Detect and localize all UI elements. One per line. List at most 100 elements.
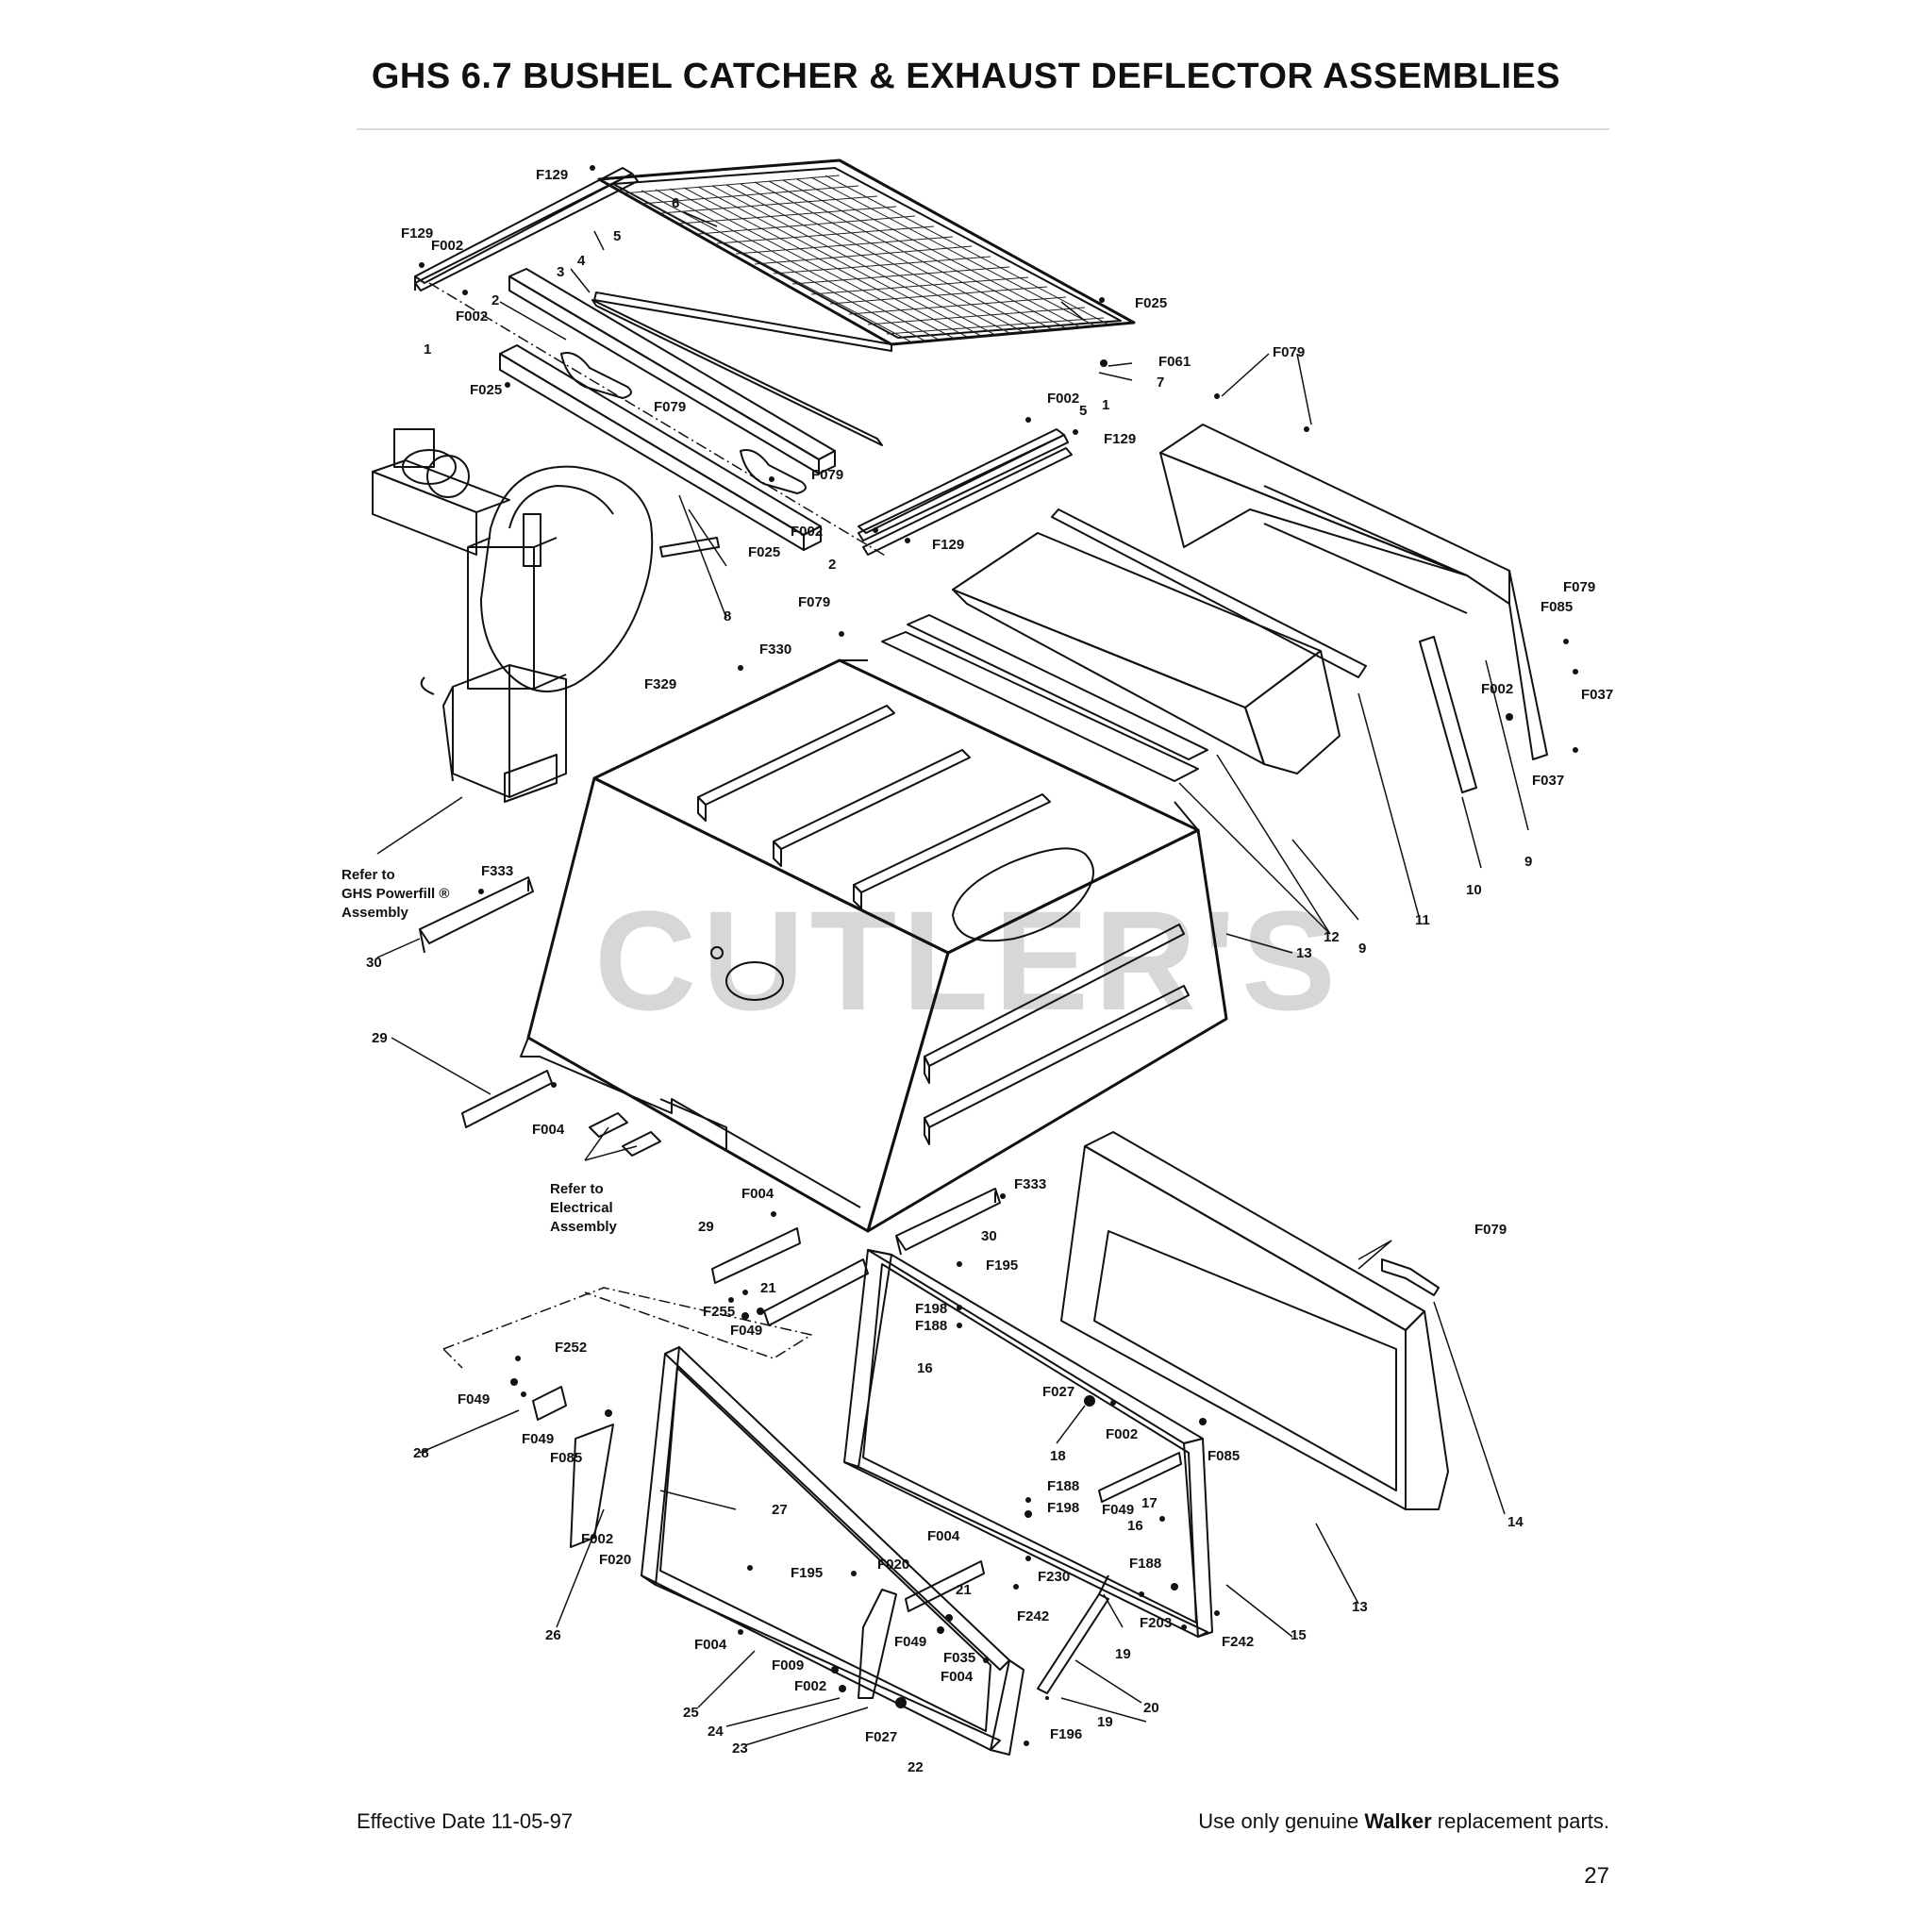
label-f329: F329 <box>644 676 676 692</box>
strip-part-4 <box>591 299 883 446</box>
label-f004: F004 <box>941 1669 974 1685</box>
label-16: 16 <box>917 1360 933 1376</box>
label-f129: F129 <box>932 537 964 553</box>
cover-panel-part-11 <box>952 508 1367 774</box>
title-divider <box>357 128 1609 130</box>
label-29: 29 <box>372 1030 388 1046</box>
label-22: 22 <box>908 1759 924 1775</box>
label-1: 1 <box>1102 397 1109 413</box>
label-f002: F002 <box>456 308 488 325</box>
label-13: 13 <box>1352 1599 1368 1615</box>
label-f079: F079 <box>1474 1222 1507 1238</box>
bracket-part-21-b <box>905 1560 985 1612</box>
label-2: 2 <box>491 292 499 308</box>
handle-part-30-right <box>895 1188 1001 1256</box>
label-f004: F004 <box>532 1122 565 1138</box>
channel-part-8 <box>499 344 822 551</box>
deflector-part-9-top <box>1159 424 1548 760</box>
label-19: 19 <box>1115 1646 1131 1662</box>
label-f020: F020 <box>599 1552 631 1568</box>
fastener-markers <box>419 165 1578 1746</box>
label-f002: F002 <box>794 1678 826 1694</box>
label-f129: F129 <box>536 167 568 183</box>
label-15: 15 <box>1291 1627 1307 1643</box>
label-f333: F333 <box>1014 1176 1046 1192</box>
label-4: 4 <box>577 253 586 269</box>
label-f079: F079 <box>1273 344 1305 360</box>
watermark: CUTLER'S <box>594 881 1341 1040</box>
label-23: 23 <box>732 1740 748 1757</box>
label-f002: F002 <box>581 1531 613 1547</box>
label-f196: F196 <box>1050 1726 1082 1742</box>
hinge-strip-part-12 <box>881 614 1208 782</box>
label-9: 9 <box>1524 854 1532 870</box>
page-title: GHS 6.7 BUSHEL CATCHER & EXHAUST DEFLECT… <box>371 57 1561 96</box>
strip-part-10 <box>1419 636 1477 793</box>
label-11: 11 <box>1415 912 1430 928</box>
latch-part-f079-a <box>560 352 632 399</box>
label-24: 24 <box>708 1724 724 1740</box>
rail-part-5-right <box>858 428 1073 556</box>
label-5: 5 <box>613 228 621 244</box>
svg-text:Refer to: Refer to <box>341 867 395 883</box>
label-f002: F002 <box>1106 1426 1138 1442</box>
hinge-part-28 <box>532 1386 567 1421</box>
effective-date: Effective Date 11-05-97 <box>357 1809 574 1833</box>
label-3: 3 <box>557 264 564 280</box>
label-6: 6 <box>672 195 679 211</box>
label-8: 8 <box>724 608 731 625</box>
label-13: 13 <box>1296 945 1312 961</box>
label-f025: F025 <box>748 544 780 560</box>
label-f079: F079 <box>654 399 686 415</box>
note-electrical: Refer to Electrical Assembly <box>550 1181 618 1235</box>
label-f061: F061 <box>1158 354 1191 370</box>
label-30: 30 <box>366 955 382 971</box>
label-f027: F027 <box>865 1729 897 1745</box>
label-9: 9 <box>1358 941 1366 957</box>
svg-text:GHS Powerfill ®: GHS Powerfill ® <box>341 886 449 902</box>
label-f002: F002 <box>1047 391 1079 407</box>
label-f203: F203 <box>1140 1615 1172 1631</box>
handle-part-30-left <box>419 876 534 954</box>
label-16: 16 <box>1127 1518 1143 1534</box>
footer-note: Use only genuine Walker replacement part… <box>1198 1809 1609 1833</box>
plate-part-24 <box>858 1589 897 1699</box>
label-f002: F002 <box>791 524 823 540</box>
label-19: 19 <box>1097 1714 1113 1730</box>
label-21: 21 <box>760 1280 776 1296</box>
label-f230: F230 <box>1038 1569 1070 1585</box>
label-26: 26 <box>545 1627 561 1643</box>
label-f049: F049 <box>522 1431 554 1447</box>
label-27: 27 <box>772 1502 788 1518</box>
label-12: 12 <box>1324 929 1340 945</box>
label-f195: F195 <box>986 1257 1018 1274</box>
label-1: 1 <box>424 341 431 358</box>
screen-part-6 <box>593 158 1136 352</box>
label-f198: F198 <box>915 1301 947 1317</box>
screen-mesh <box>622 175 1109 342</box>
label-5: 5 <box>1079 403 1087 419</box>
frame-part-27 <box>641 1346 1024 1756</box>
label-10: 10 <box>1466 882 1482 898</box>
label-f049: F049 <box>1102 1502 1134 1518</box>
label-f027: F027 <box>1042 1384 1074 1400</box>
label-f049: F049 <box>458 1391 490 1407</box>
label-28: 28 <box>413 1445 429 1461</box>
label-f079: F079 <box>811 467 843 483</box>
channel-part-3 <box>508 268 836 475</box>
label-18: 18 <box>1050 1448 1066 1464</box>
page-number: 27 <box>1584 1863 1609 1889</box>
label-f079: F079 <box>798 594 830 610</box>
svg-text:Electrical: Electrical <box>550 1200 613 1216</box>
label-f049: F049 <box>730 1323 762 1339</box>
label-f004: F004 <box>741 1186 774 1202</box>
hopper-body-part-13 <box>520 658 1228 1233</box>
label-f242: F242 <box>1017 1608 1049 1624</box>
label-20: 20 <box>1143 1700 1159 1716</box>
label-f025: F025 <box>470 382 502 398</box>
gas-spring-part-20 <box>1037 1574 1109 1694</box>
label-f037: F037 <box>1532 773 1564 789</box>
guide-dash-line <box>428 282 888 1369</box>
label-f025: F025 <box>1135 295 1167 311</box>
